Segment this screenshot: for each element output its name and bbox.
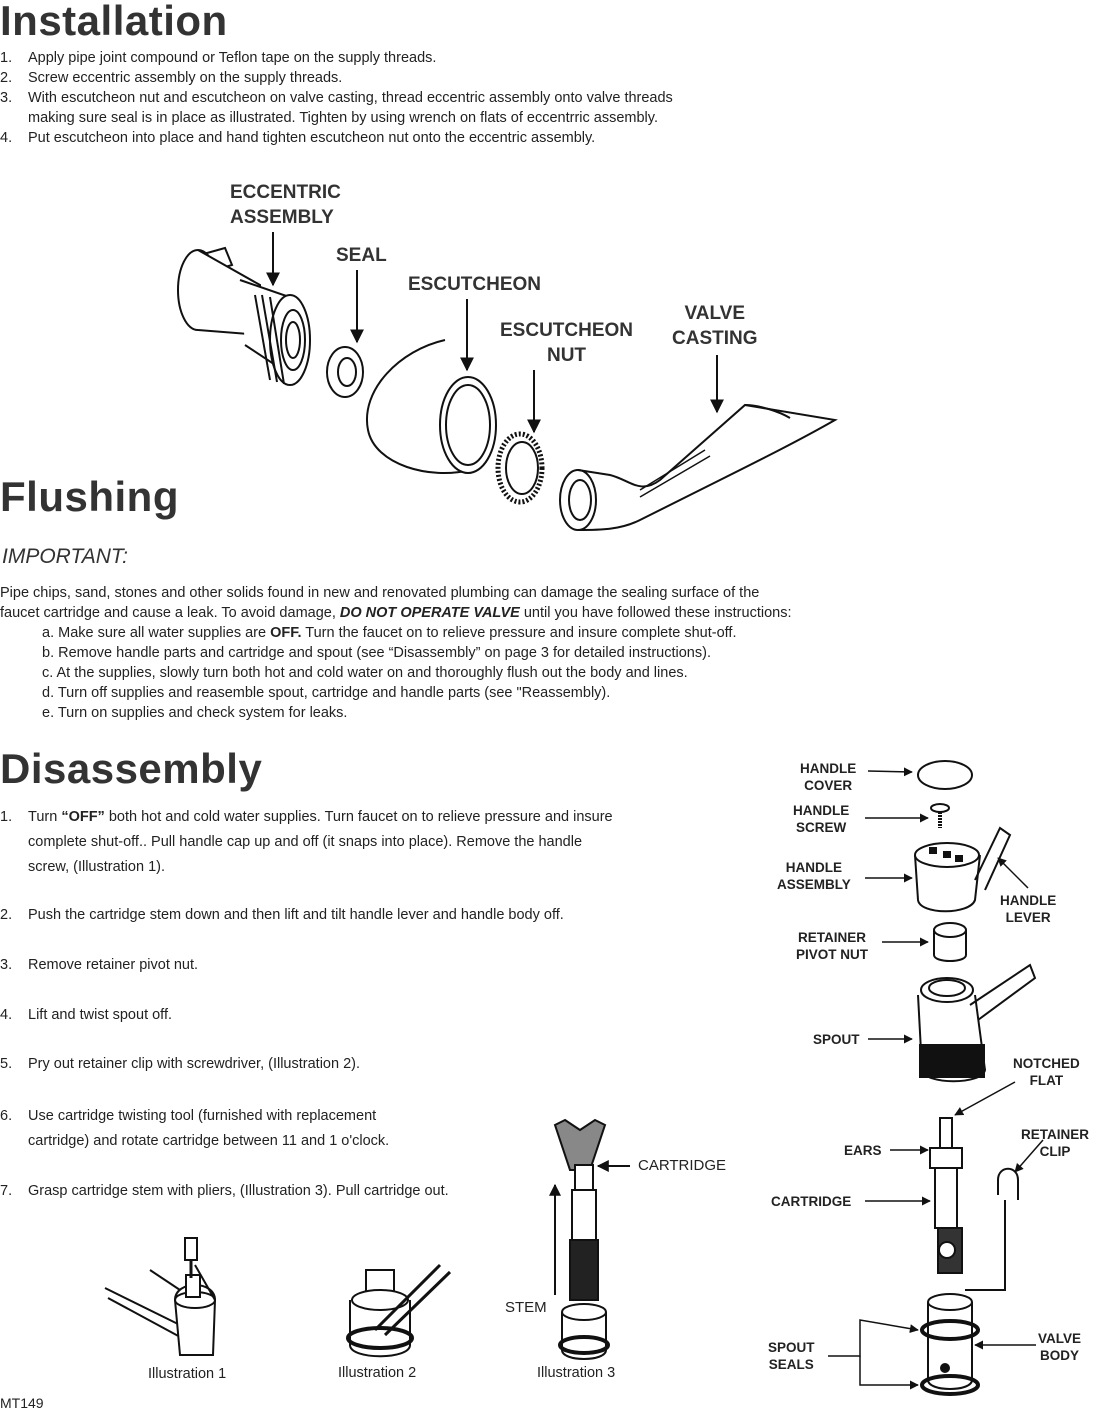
illustration-3-cartridge-label: CARTRIDGE	[638, 1157, 727, 1174]
disassembly-step-7: 7.Grasp cartridge stem with pliers, (Ill…	[0, 1183, 449, 1199]
flushing-item-d: d. Turn off supplies and reasemble spout…	[42, 685, 611, 701]
escutcheon-nut-part	[495, 431, 545, 505]
label-eccentric-assembly: ECCENTRIC ASSEMBLY	[230, 182, 341, 228]
label-handle-screw: HANDLE SCREW	[793, 803, 850, 835]
escutcheon-part	[365, 339, 471, 474]
important-label: IMPORTANT:	[2, 545, 128, 568]
installation-step-1: 1.Apply pipe joint compound or Teflon ta…	[0, 50, 437, 66]
installation-heading: Installation	[0, 0, 228, 44]
disassembly-step-6: 6.Use cartridge twisting tool (furnished…	[0, 1108, 390, 1149]
label-handle-cover: HANDLE COVER	[800, 761, 857, 793]
label-cartridge: CARTRIDGE	[771, 1194, 852, 1209]
installation-step-4: 4.Put escutcheon into place and hand tig…	[0, 130, 596, 146]
label-valve-body: VALVE BODY	[1038, 1331, 1082, 1363]
label-valve-casting: VALVE CASTING	[672, 303, 758, 349]
document-code: MT149	[0, 1395, 44, 1411]
flushing-heading: Flushing	[0, 473, 179, 520]
flushing-paragraph: Pipe chips, sand, stones and other solid…	[0, 585, 792, 621]
installation-step-3: 3.With escutcheon nut and escutcheon on …	[0, 90, 673, 126]
disassembly-step-1: 1.Turn “OFF” both hot and cold water sup…	[0, 809, 613, 875]
illustration-2-drawing	[346, 1263, 452, 1358]
label-spout-seals: SPOUT SEALS	[768, 1340, 815, 1372]
disassembly-step-4: 4.Lift and twist spout off.	[0, 1007, 173, 1023]
flushing-item-c: c. At the supplies, slowly turn both hot…	[42, 665, 688, 681]
installation-step-2: 2.Screw eccentric assembly on the supply…	[0, 70, 343, 86]
label-notched-flat: NOTCHED FLAT	[1013, 1056, 1080, 1088]
label-seal: SEAL	[336, 245, 387, 266]
valve-casting-part	[559, 403, 838, 531]
illustration-1-caption: Illustration 1	[148, 1366, 227, 1382]
disassembly-step-2: 2.Push the cartridge stem down and then …	[0, 907, 564, 923]
eccentric-assembly-part	[177, 246, 311, 386]
label-spout: SPOUT	[813, 1032, 860, 1047]
disassembly-step-3: 3.Remove retainer pivot nut.	[0, 957, 199, 973]
seal-part	[326, 346, 364, 398]
label-escutcheon-nut: ESCUTCHEON NUT	[500, 320, 634, 366]
label-handle-assembly: HANDLE ASSEMBLY	[777, 860, 851, 892]
label-retainer-clip: RETAINER CLIP	[1021, 1127, 1090, 1159]
illustration-1-drawing	[104, 1237, 217, 1356]
label-escutcheon: ESCUTCHEON	[408, 274, 542, 295]
label-retainer-pivot-nut: RETAINER PIVOT NUT	[796, 930, 869, 962]
flushing-item-b: b. Remove handle parts and cartridge and…	[42, 645, 711, 661]
illustration-2-caption: Illustration 2	[338, 1365, 417, 1381]
label-ears: EARS	[844, 1143, 882, 1158]
disassembly-step-5: 5.Pry out retainer clip with screwdriver…	[0, 1056, 360, 1072]
disassembly-heading: Disassembly	[0, 745, 263, 792]
illustration-3-caption: Illustration 3	[537, 1365, 616, 1381]
illustration-3-stem-label: STEM	[505, 1299, 547, 1316]
illustration-3-drawing	[549, 1118, 630, 1360]
flushing-item-e: e. Turn on supplies and check system for…	[42, 705, 348, 721]
flushing-item-a: a. Make sure all water supplies are OFF.…	[42, 625, 737, 641]
label-handle-lever: HANDLE LEVER	[1000, 893, 1057, 925]
